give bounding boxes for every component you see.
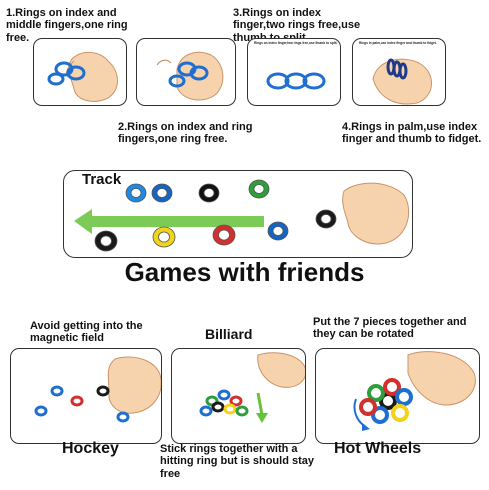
hand-icon [257, 352, 305, 388]
hand-icon [372, 58, 432, 105]
ring [199, 389, 249, 417]
hockey-caption: Avoid getting into the magnetic field [30, 320, 143, 345]
hockey-title: Hockey [62, 440, 119, 457]
step-3-panel-text: Rings on index finger,two rings free,use… [254, 41, 338, 45]
billiard-illustration [171, 348, 306, 444]
ring [125, 179, 337, 229]
hockey-illustration [10, 348, 162, 444]
billiard-caption: Stick rings together with a hitting ring… [160, 443, 314, 480]
hot-wheels-caption: Put the 7 pieces together and they can b… [313, 316, 467, 341]
step-3-illustration: Rings on index finger,two rings free,use… [247, 38, 341, 106]
track-illustration [74, 179, 410, 252]
ring [359, 378, 413, 424]
step-1-caption: 1.Rings on index and middle fingers,one … [6, 7, 128, 44]
track-arrow [74, 209, 264, 234]
hot-wheels-title: Hot Wheels [334, 440, 422, 457]
step-4-illustration: Rings in palm,use index finger and thumb… [352, 38, 446, 106]
arrow [256, 392, 264, 416]
billiard-title: Billiard [205, 326, 253, 342]
track-label: Track [82, 171, 122, 188]
ring [94, 221, 289, 252]
step-2-caption: 2.Rings on index and ring fingers,one ri… [118, 121, 253, 146]
hot-wheels-illustration [315, 348, 480, 444]
step-2-illustration [136, 38, 236, 106]
hand-icon [266, 72, 326, 90]
hand-icon [342, 182, 410, 245]
track-panel: Track [63, 170, 413, 258]
step-4-caption: 4.Rings in palm,use index finger and thu… [342, 121, 482, 146]
games-section-title: Games with friends [124, 257, 365, 287]
hand-icon [407, 351, 476, 406]
hand-icon [107, 356, 161, 414]
ring [34, 385, 130, 423]
step-1-illustration [33, 38, 127, 106]
hand-icon [47, 52, 118, 102]
hand-icon [156, 51, 224, 101]
step-4-panel-text: Rings in palm,use index finger and thumb… [359, 41, 437, 45]
